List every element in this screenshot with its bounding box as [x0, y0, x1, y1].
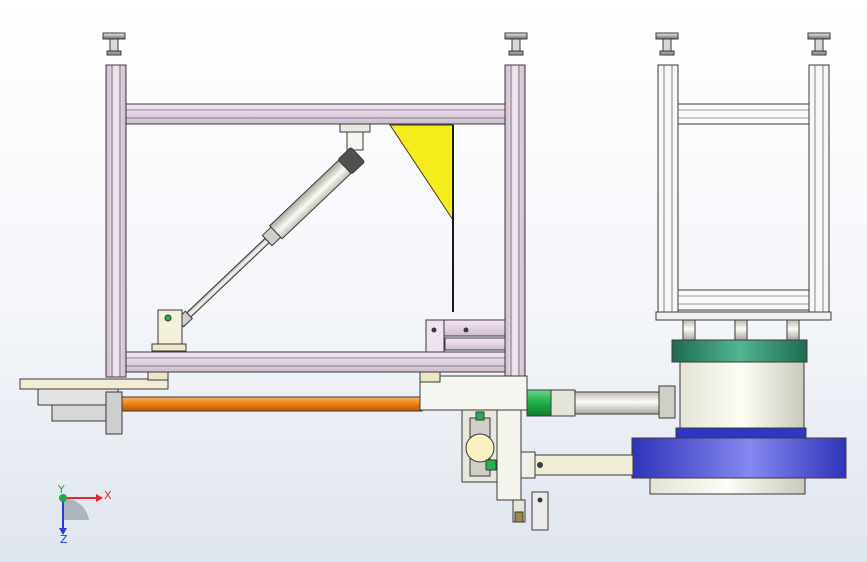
- x-axis-label: X: [104, 489, 112, 502]
- frame-post: [504, 64, 526, 378]
- y-axis-label: Y: [58, 483, 65, 496]
- hose: [121, 396, 423, 412]
- frame-rail-bottom: [125, 351, 506, 373]
- frame-post: [105, 64, 127, 378]
- z-axis-label: Z: [60, 533, 68, 546]
- leveling-foot: [102, 32, 126, 56]
- base-assembly: [19, 371, 676, 531]
- right-frame: [655, 32, 832, 341]
- left-frame: [102, 32, 528, 378]
- leveling-foot: [807, 32, 831, 56]
- frame-rail-top: [125, 103, 506, 125]
- pneumatic-cylinder: [151, 123, 371, 352]
- leveling-foot: [655, 32, 679, 56]
- leveling-foot: [504, 32, 528, 56]
- rotary-unit: [631, 339, 847, 495]
- axis-triad: [59, 494, 103, 535]
- signal-flag: [389, 124, 454, 312]
